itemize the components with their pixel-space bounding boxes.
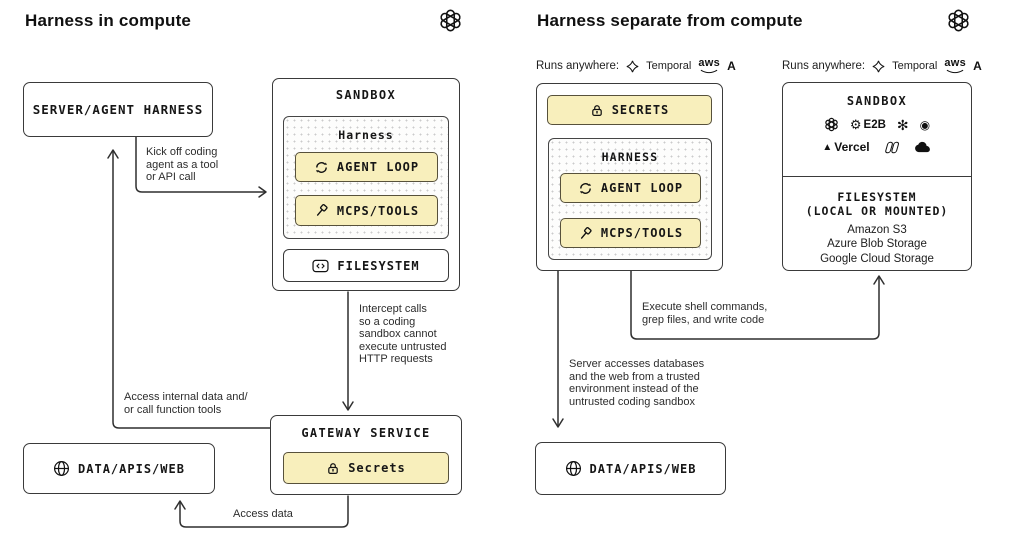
data-apis-web-label: DATA/APIS/WEB: [78, 461, 185, 476]
globe-icon: [53, 460, 70, 477]
sphere-logo-icon: ◉: [919, 117, 931, 132]
runs-anywhere-row-left: Runs anywhere: Temporal aws A: [536, 58, 736, 74]
runs-anywhere-row-right: Runs anywhere: Temporal aws A: [782, 58, 982, 74]
secrets-box-left: Secrets: [283, 452, 449, 484]
connector-access-internal: [112, 150, 271, 429]
data-apis-web-box-left: DATA/APIS/WEB: [23, 443, 215, 494]
mcps-tools-box: MCPS/TOOLS: [295, 195, 438, 226]
sandbox-title: SANDBOX: [846, 94, 908, 108]
gear-icon: ⚙: [849, 117, 862, 132]
label-access-data: Access data: [233, 508, 293, 520]
lock-icon: [326, 461, 340, 476]
sandbox-box-left: SANDBOX Harness AGENT LOOP: [272, 78, 460, 291]
label-access-internal: Access internal data and/ or call functi…: [124, 391, 248, 416]
secrets-box-right: SECRETS: [547, 95, 712, 125]
mcps-tools-label: MCPS/TOOLS: [600, 226, 684, 240]
secrets-label: Secrets: [348, 461, 406, 475]
e2b-logo: ⚙ E2B: [849, 117, 886, 132]
gavel-icon: [314, 203, 329, 218]
filesystem-box: FILESYSTEM: [283, 249, 449, 282]
filesystem-section-title: FILESYSTEM (LOCAL OR MOUNTED): [805, 190, 949, 219]
code-folder-icon: [312, 259, 329, 273]
runs-anywhere-label: Runs anywhere:: [782, 60, 866, 72]
refresh-icon: [578, 181, 593, 196]
temporal-label: Temporal: [646, 60, 692, 72]
label-kick-off: Kick off coding agent as a tool or API c…: [146, 146, 219, 184]
arrowhead-up: [107, 149, 119, 159]
connector-kick-off: [135, 136, 266, 193]
aws-logo: aws: [698, 58, 720, 74]
agent-loop-box: AGENT LOOP: [560, 173, 701, 203]
arrowhead-down: [342, 401, 354, 411]
sandbox-top-section: SANDBOX ⚙ E2B ✻ ◉ ▲: [783, 83, 971, 177]
arrowhead-down: [552, 418, 564, 428]
connector-access-data: [179, 495, 349, 528]
lock-icon: [590, 103, 604, 118]
label-execute-shell: Execute shell commands, grep files, and …: [642, 301, 768, 326]
vercel-logo: ▲ Vercel: [822, 140, 870, 154]
right-diagram-title: Harness separate from compute: [537, 11, 803, 30]
openai-logo-icon: [824, 117, 839, 132]
mcps-tools-box: MCPS/TOOLS: [560, 218, 701, 248]
triangle-icon: ▲: [822, 141, 833, 153]
agent-loop-box: AGENT LOOP: [295, 152, 438, 182]
label-intercept: Intercept calls so a coding sandbox cann…: [359, 303, 447, 366]
sandbox-box-right: SANDBOX ⚙ E2B ✻ ◉ ▲: [782, 82, 972, 271]
harness-outer-box: SECRETS HARNESS AGENT LOOP: [536, 83, 723, 271]
harness-label: HARNESS: [601, 150, 659, 164]
runs-anywhere-label: Runs anywhere:: [536, 60, 620, 72]
data-apis-web-label: DATA/APIS/WEB: [589, 461, 697, 476]
harness-label: Harness: [338, 128, 394, 142]
parallel-stripes-logo-icon: [881, 141, 902, 154]
filesystem-label: FILESYSTEM: [337, 258, 420, 273]
agent-loop-label: AGENT LOOP: [336, 160, 420, 174]
gateway-service-box: GATEWAY SERVICE Secrets: [270, 415, 462, 495]
arrowhead-right: [258, 186, 267, 198]
temporal-icon: [872, 60, 885, 73]
openai-logo-icon: [946, 8, 971, 33]
gateway-service-title: GATEWAY SERVICE: [301, 426, 431, 440]
agent-loop-label: AGENT LOOP: [600, 181, 684, 195]
secrets-label: SECRETS: [611, 103, 670, 117]
anthropic-logo: A: [727, 59, 736, 73]
gavel-icon: [578, 226, 593, 241]
server-agent-harness-label: SERVER/AGENT HARNESS: [32, 102, 204, 117]
filesystem-section: FILESYSTEM (LOCAL OR MOUNTED) Amazon S3 …: [783, 177, 971, 272]
openai-logo-icon: [438, 8, 463, 33]
sandbox-logo-row-2: ▲ Vercel: [783, 140, 971, 154]
refresh-icon: [314, 160, 329, 175]
left-diagram-title: Harness in compute: [25, 11, 192, 30]
gear-flower-icon: ✻: [896, 116, 909, 133]
temporal-label: Temporal: [892, 60, 938, 72]
connector-execute-shell: [630, 270, 880, 340]
server-agent-harness-box: SERVER/AGENT HARNESS: [23, 82, 213, 137]
arrowhead-up: [174, 500, 186, 510]
harness-dotted-box: Harness AGENT LOOP: [283, 116, 449, 239]
storage-provider-list: Amazon S3 Azure Blob Storage Google Clou…: [820, 223, 934, 266]
harness-dotted-box-right: HARNESS AGENT LOOP: [548, 138, 712, 260]
sandbox-title: SANDBOX: [335, 88, 397, 102]
mcps-tools-label: MCPS/TOOLS: [336, 203, 420, 218]
cloud-logo-icon: [913, 141, 932, 153]
aws-logo: aws: [944, 58, 966, 74]
data-apis-web-box-right: DATA/APIS/WEB: [535, 442, 726, 495]
temporal-icon: [626, 60, 639, 73]
globe-icon: [565, 460, 582, 477]
sandbox-logo-row-1: ⚙ E2B ✻ ◉: [783, 117, 971, 132]
arrowhead-up: [873, 275, 885, 285]
anthropic-logo: A: [973, 59, 982, 73]
label-server-accesses: Server accesses databases and the web fr…: [569, 358, 705, 408]
